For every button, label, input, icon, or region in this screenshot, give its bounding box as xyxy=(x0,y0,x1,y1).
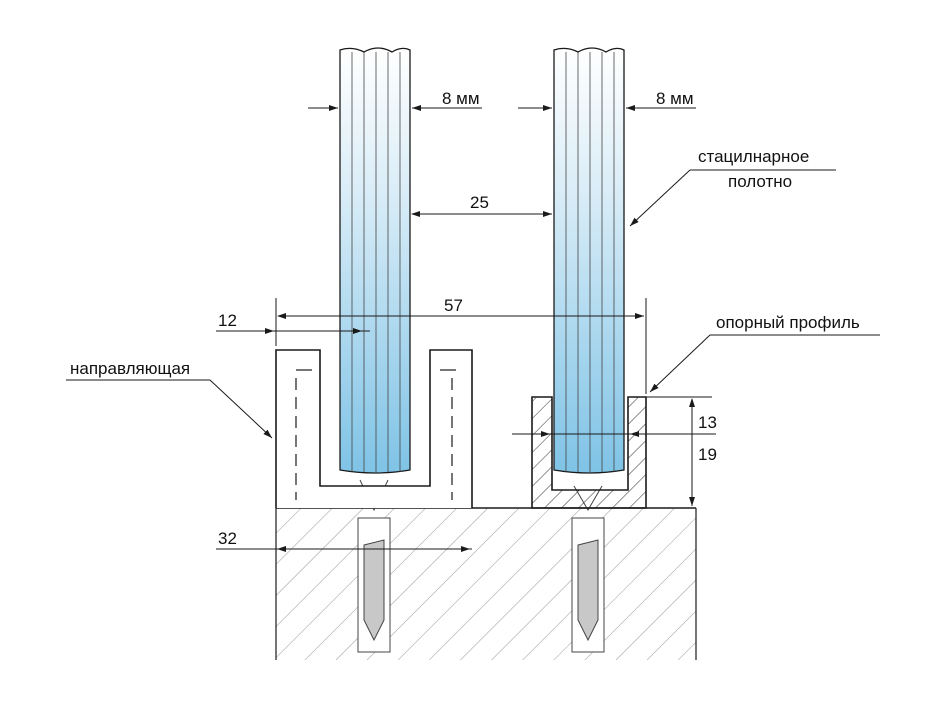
dim-profile-height xyxy=(512,396,716,506)
guide-rail xyxy=(275,349,473,508)
label-support-profile: опорный профиль xyxy=(716,313,860,332)
label-profile-height-total: 19 xyxy=(698,445,717,464)
label-overall-width: 57 xyxy=(444,296,463,315)
leader-support-profile xyxy=(649,334,880,393)
label-guide-width: 32 xyxy=(218,529,237,548)
glass-panel-left xyxy=(339,47,411,474)
label-stationary-panel-2: полотно xyxy=(728,172,792,191)
leader-stationary-panel xyxy=(629,169,836,227)
label-glass-thickness-left: 8 мм xyxy=(442,89,480,108)
label-guide-rail: направляющая xyxy=(70,359,190,378)
screw-right xyxy=(571,485,605,653)
label-profile-height-inner: 13 xyxy=(698,413,717,432)
label-glass-thickness-right: 8 мм xyxy=(656,89,694,108)
dim-overall xyxy=(275,298,647,394)
label-gap: 25 xyxy=(470,193,489,212)
screw-left xyxy=(357,479,391,653)
glass-panel-right xyxy=(553,47,625,474)
base-block xyxy=(275,507,697,660)
support-profile xyxy=(531,396,647,509)
label-stationary-panel-1: стацилнарное xyxy=(698,147,809,166)
leader-guide-rail xyxy=(66,379,273,439)
label-guide-offset: 12 xyxy=(218,311,237,330)
